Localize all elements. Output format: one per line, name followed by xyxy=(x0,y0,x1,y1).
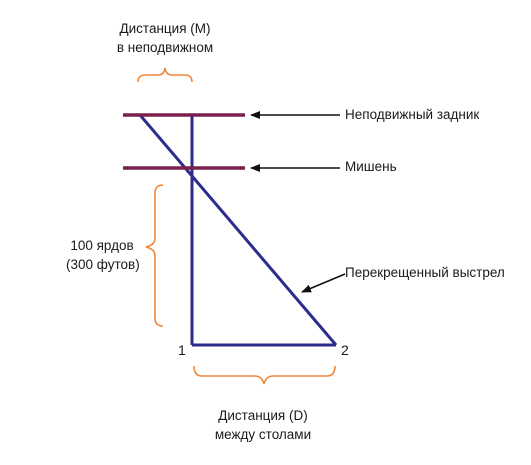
crossed-shot-arrow xyxy=(301,273,346,293)
distance-d-line1: Дистанция (D) xyxy=(218,408,308,423)
range-line1: 100 ярдов xyxy=(70,238,134,253)
range-label: 100 ярдов (300 футов) xyxy=(66,236,140,274)
bottom-distance-brace xyxy=(193,365,336,385)
top-distance-brace xyxy=(137,67,193,83)
target-label: Мишень xyxy=(345,159,397,174)
point-2-label: 2 xyxy=(341,342,349,358)
crossed-shot-label: Перекрещенный выстрел xyxy=(345,265,505,280)
distance-d-line2: между столами xyxy=(214,427,312,442)
crossed-shot-line xyxy=(138,114,338,346)
range-line2: (300 футов) xyxy=(66,257,140,272)
distance-m-label: Дистанция (M) в неподвижном xyxy=(110,19,220,57)
distance-d-label: Дистанция (D) между столами xyxy=(203,406,323,444)
range-brace xyxy=(145,184,164,327)
distance-m-line1: Дистанция (M) xyxy=(119,21,211,36)
backstop-label: Неподвижный задник xyxy=(345,107,480,122)
point-1-label: 1 xyxy=(178,342,186,358)
distance-m-line2: в неподвижном xyxy=(116,40,214,55)
